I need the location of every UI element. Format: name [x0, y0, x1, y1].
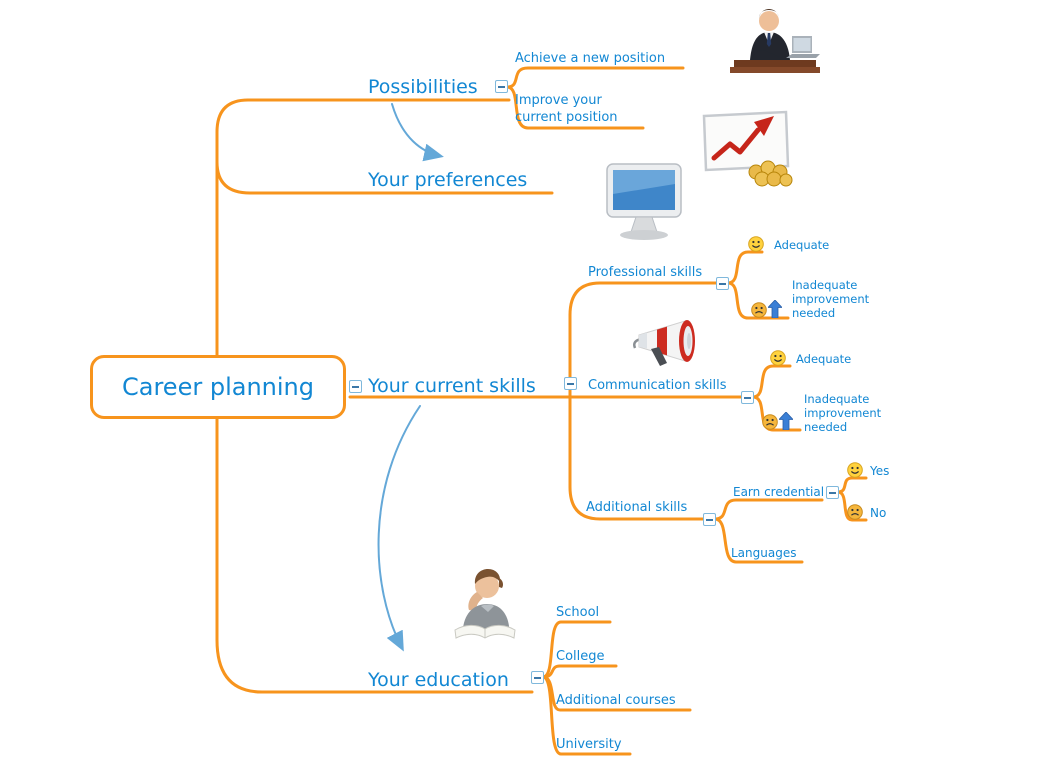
branch-skills-professional: [568, 281, 718, 399]
leaf-comm-adequate[interactable]: Adequate: [796, 352, 852, 366]
up-arrow-icon: [779, 412, 793, 430]
collapse-minus-icon: [534, 677, 541, 679]
happy-face-icon: [748, 236, 764, 252]
collapse-box-additional[interactable]: [703, 513, 716, 526]
topic-current-skills[interactable]: Your current skills: [368, 375, 536, 397]
sad-face-icon: [762, 414, 778, 430]
collapse-minus-icon: [719, 283, 726, 285]
subtopic-university[interactable]: University: [556, 737, 622, 752]
branch-preferences: [215, 160, 554, 195]
branch-earn-no: [836, 490, 868, 522]
branch-comm-adequate: [751, 364, 792, 399]
collapse-minus-icon: [498, 86, 505, 88]
subtopic-professional-skills[interactable]: Professional skills: [588, 265, 703, 280]
leaf-prof-adequate[interactable]: Adequate: [774, 238, 830, 252]
branch-skills-additional: [568, 395, 705, 521]
topic-education[interactable]: Your education: [368, 669, 509, 691]
branch-prof-inadequate: [726, 281, 790, 320]
branch-college: [541, 664, 618, 679]
root-topic-label: Career planning: [122, 373, 314, 401]
relation-arrow-possibilities-preferences[interactable]: [391, 103, 444, 162]
collapse-box-education[interactable]: [531, 671, 544, 684]
branch-earn-yes: [836, 476, 868, 494]
collapse-minus-icon: [352, 386, 359, 388]
topic-possibilities[interactable]: Possibilities: [368, 76, 478, 98]
branch-university: [541, 675, 632, 756]
collapse-box-professional[interactable]: [716, 277, 729, 290]
subtopic-additional-courses[interactable]: Additional courses: [556, 693, 676, 708]
branch-comm-inadequate: [751, 395, 802, 432]
branch-languages: [713, 517, 804, 564]
collapse-box-earn[interactable]: [826, 486, 839, 499]
student-studying-image[interactable]: [441, 562, 529, 648]
branch-achieve: [505, 66, 685, 89]
subtopic-school[interactable]: School: [556, 605, 600, 620]
subtopic-communication-skills[interactable]: Communication skills: [588, 378, 727, 393]
collapse-box-skills[interactable]: [564, 377, 577, 390]
relation-arrow-skills-education[interactable]: [377, 405, 421, 652]
branch-earn-credential: [713, 498, 824, 521]
root-topic[interactable]: Career planning: [90, 355, 346, 419]
leaf-no[interactable]: No: [870, 506, 887, 520]
collapse-box-communication[interactable]: [741, 391, 754, 404]
collapse-minus-icon: [567, 383, 574, 385]
subtopic-achieve-position[interactable]: Achieve a new position: [515, 51, 666, 66]
computer-monitor-image[interactable]: [597, 162, 692, 243]
leaf-comm-inadequate[interactable]: Inadequate improvement needed: [804, 392, 882, 435]
collapse-box-possibilities[interactable]: [495, 80, 508, 93]
subtopic-earn-credential[interactable]: Earn credential: [733, 485, 825, 499]
happy-face-icon: [770, 350, 786, 366]
subtopic-improve-position[interactable]: Improve your current position: [515, 93, 618, 125]
happy-face-icon: [847, 462, 863, 478]
sad-face-icon: [847, 504, 863, 520]
collapse-box-root[interactable]: [349, 380, 362, 393]
subtopic-additional-skills[interactable]: Additional skills: [586, 500, 688, 515]
businessman-photo[interactable]: [722, 6, 822, 82]
leaf-prof-inadequate[interactable]: Inadequate improvement needed: [792, 278, 870, 321]
branch-school: [541, 620, 612, 679]
leaf-yes[interactable]: Yes: [870, 464, 890, 478]
collapse-minus-icon: [744, 397, 751, 399]
collapse-minus-icon: [829, 492, 836, 494]
sad-face-icon: [751, 302, 767, 318]
subtopic-college[interactable]: College: [556, 649, 605, 664]
megaphone-image[interactable]: [627, 315, 717, 373]
branch-improve: [505, 85, 645, 130]
up-arrow-icon: [768, 300, 782, 318]
subtopic-languages[interactable]: Languages: [731, 546, 797, 560]
growth-chart-image[interactable]: [700, 110, 796, 188]
branch-prof-adequate: [726, 250, 764, 285]
collapse-minus-icon: [706, 519, 713, 521]
topic-preferences[interactable]: Your preferences: [368, 169, 528, 191]
branch-trunk: [215, 98, 534, 694]
